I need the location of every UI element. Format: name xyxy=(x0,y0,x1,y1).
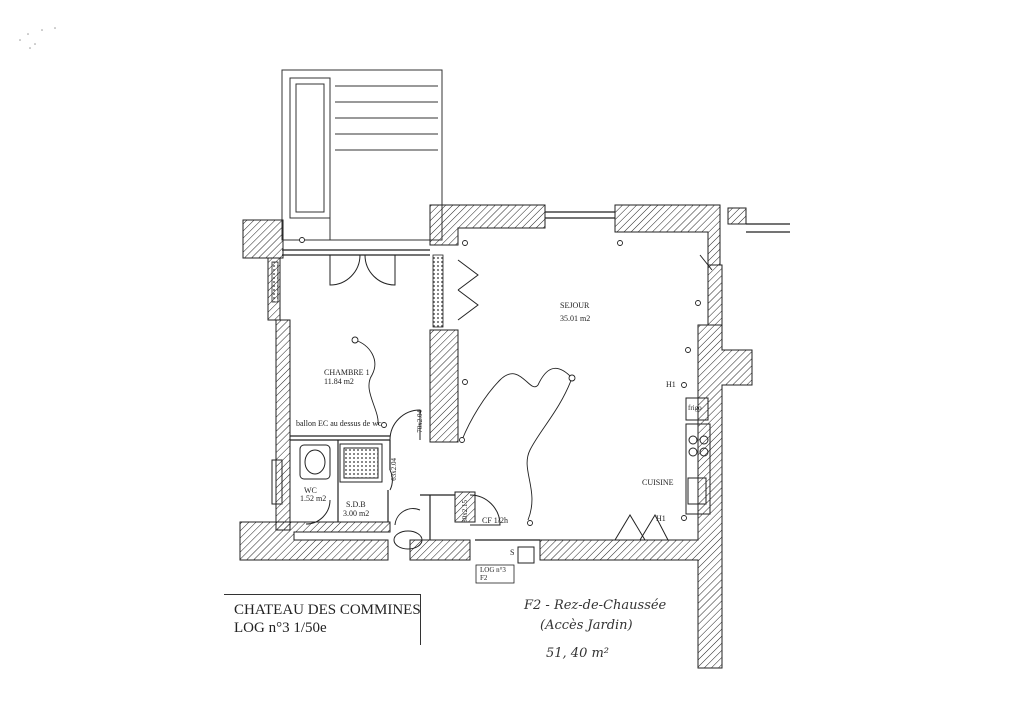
h1-bottom-label: H1 xyxy=(656,514,666,523)
ballon-note: ballon EC au dessus de wc xyxy=(296,419,382,428)
sejour-area: 35.01 m2 xyxy=(560,314,591,323)
chambre-area: 11.84 m2 xyxy=(324,377,354,386)
shower-tray xyxy=(339,443,383,483)
log-tag-line2: F2 xyxy=(480,574,488,582)
scan-speckle xyxy=(19,27,56,49)
kitchen-counter xyxy=(685,423,711,515)
washbasin xyxy=(393,530,423,550)
sejour-name: SEJOUR xyxy=(560,301,590,310)
walls xyxy=(239,204,753,669)
chambre-name: CHAMBRE 1 xyxy=(324,368,370,377)
h1-top-label: H1 xyxy=(666,380,676,389)
door-dim-3: 63x2.04 xyxy=(390,458,398,481)
handwritten-line3: 51, 40 m² xyxy=(546,646,610,661)
wc-toilet xyxy=(299,444,331,480)
outlets xyxy=(299,237,701,526)
title-line2: LOG n°3 1/50e xyxy=(234,620,327,636)
wc-name: WC xyxy=(304,486,317,495)
handwritten-line2: (Accès Jardin) xyxy=(540,618,633,633)
s-mark: S xyxy=(510,548,515,557)
elec-panel xyxy=(517,546,535,564)
cuisine-name: CUISINE xyxy=(642,478,674,487)
terrace xyxy=(281,69,443,241)
title-line1: CHATEAU DES COMMINES xyxy=(234,602,421,618)
partitions xyxy=(282,211,790,541)
wc-area: 1.52 m2 xyxy=(300,494,327,503)
door-dim-2: 80x2.15 xyxy=(461,500,469,523)
wiring xyxy=(354,339,573,521)
title-block xyxy=(224,594,421,645)
log-tag-line1: LOG n°3 xyxy=(480,566,506,574)
dotted-column xyxy=(432,254,444,328)
frigo-label: frigo xyxy=(688,404,702,412)
fridge xyxy=(685,397,709,421)
handwritten-line1: F2 - Rez-de-Chaussée xyxy=(524,598,667,613)
sdb-name: S.D.B xyxy=(346,500,366,509)
log-tag-box xyxy=(475,564,515,584)
doors xyxy=(305,254,713,541)
dotted-column-left xyxy=(271,261,279,303)
cf-label: CF 1/2h xyxy=(482,516,509,525)
sdb-area: 3.00 m2 xyxy=(343,509,370,518)
door-dim-1: 70x2.04 xyxy=(416,410,424,433)
fixtures xyxy=(271,397,711,564)
